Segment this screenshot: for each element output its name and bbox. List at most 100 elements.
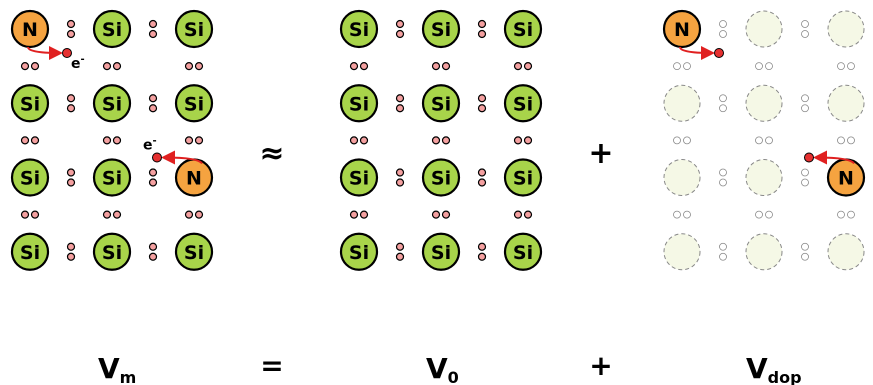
atom-label: Si [513,93,533,115]
bond-pair [719,242,727,261]
bond-pair [801,242,809,261]
bond-pair [102,62,122,71]
free-electron: e- [27,45,85,72]
silicon-atom: Si [92,232,132,271]
atom-label: Si [184,93,204,115]
equation-vm: Vm [98,352,136,385]
bond-pair [349,62,369,71]
silicon-atom: Si [339,9,379,49]
nitrogen-atom: N [10,9,50,49]
vacant-site [745,84,783,122]
atom-label: Si [513,168,533,190]
bond-pair [395,242,405,261]
electron-arrow [161,150,203,165]
bond-pair [66,94,76,113]
free-electron [804,150,855,165]
vacant-site [827,84,865,122]
vdop-main: V [746,352,768,385]
bond-pair [755,136,773,145]
v0-sub: 0 [448,368,459,385]
bond-pair [513,210,533,219]
vm-sub: m [120,368,137,385]
atom-label: Si [349,19,369,41]
bond-pair [477,19,487,39]
bond-pair [148,94,158,113]
atom-label: Si [102,19,122,41]
bond-pair [66,168,76,187]
bond-pair [673,210,691,219]
atom-label: Si [431,19,451,41]
atom-label: Si [102,93,122,115]
silicon-atom: Si [10,232,50,271]
bond-pair [20,62,40,71]
bond-pair [431,210,451,219]
bond-pair [102,210,122,219]
bond-pair [184,62,204,71]
vacant-site [663,84,701,122]
atom-label: Si [184,242,204,264]
silicon-atom: Si [10,84,50,123]
atom-label: Si [20,93,40,115]
bond-pair [719,94,727,113]
bond-pair [66,19,76,39]
plus-operator-equation: + [589,349,612,382]
vacant-site [745,10,783,48]
bond-pair [20,210,40,219]
atom-label: Si [102,242,122,264]
bond-pair [755,210,773,219]
equation-v0: V0 [426,352,459,385]
bond-pair [20,136,40,145]
atom-label: Si [349,242,369,264]
atom-label: N [674,19,690,41]
vacant-site [663,233,701,271]
silicon-atom: Si [421,84,461,123]
vacant-site [827,233,865,271]
bond-pair [395,168,405,187]
silicon-atom: Si [421,158,461,197]
bond-pair [673,136,691,145]
bond-pair [184,136,204,145]
silicon-atom: Si [174,84,214,123]
atom-label: Si [20,168,40,190]
electron-arrow [27,45,63,60]
bond-pair [513,62,533,71]
equals-operator: = [260,349,283,382]
electron-dot [714,48,724,58]
bond-pair [837,210,855,219]
silicon-atom: Si [503,158,543,197]
bond-pair [837,136,855,145]
bond-pair [801,168,809,187]
vdop-sub: dop [768,368,802,385]
bond-pair [66,242,76,261]
silicon-atom: Si [421,232,461,271]
v0-main: V [426,352,448,385]
atom-label: Si [431,242,451,264]
electron-dot [152,152,162,163]
electron-label: e- [143,136,157,154]
silicon-atom: Si [174,9,214,49]
atom-label: Si [431,168,451,190]
silicon-atom: Si [339,232,379,271]
electron-label: e- [71,54,85,72]
silicon-atom: Si [421,9,461,49]
bond-pair [719,20,727,38]
equation-vdop: Vdop [746,352,802,385]
bond-pair [148,242,158,261]
bond-pair [477,94,487,113]
bond-pair [477,168,487,187]
atom-label: N [22,19,38,41]
atom-label: Si [184,19,204,41]
atom-label: Si [513,19,533,41]
atom-label: N [838,168,854,190]
free-electron [679,45,724,60]
atom-label: Si [349,168,369,190]
silicon-atom: Si [503,9,543,49]
bond-pair [801,20,809,38]
nitrogen-atom: N [662,9,702,49]
nitrogen-atom: N [826,158,866,197]
plus-operator: + [588,136,613,171]
silicon-atom: Si [174,232,214,271]
